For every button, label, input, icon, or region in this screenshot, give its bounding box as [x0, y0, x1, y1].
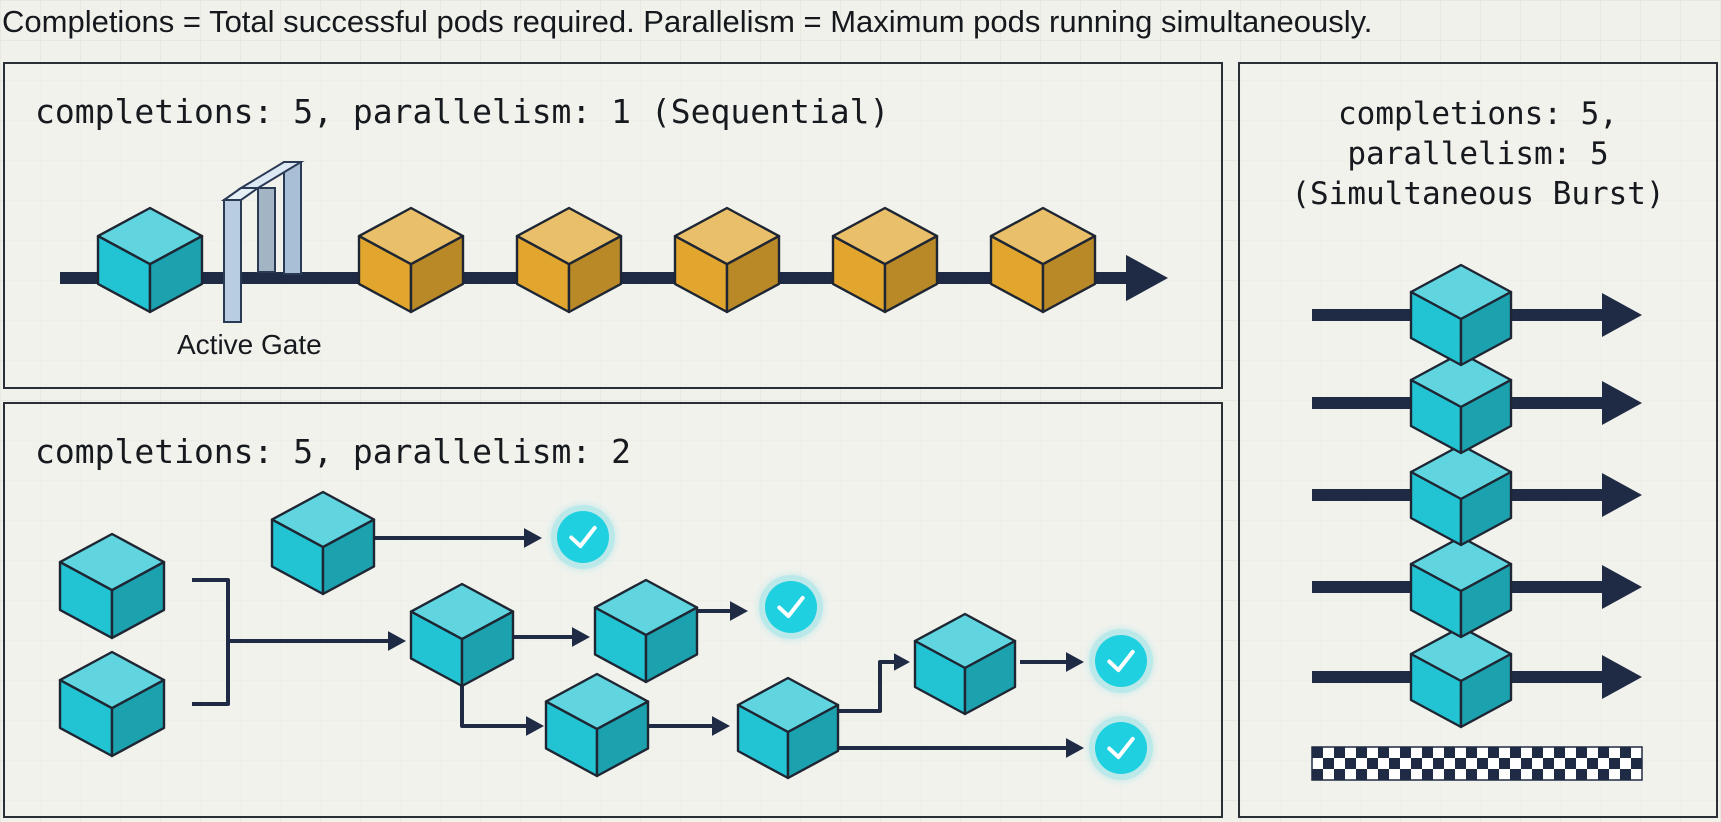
pod-cube-icon-7 [736, 676, 840, 780]
bracket-line [192, 578, 230, 706]
panel-burst-title-line1: completions: 5, [1338, 96, 1618, 132]
check-icon-2 [759, 575, 823, 639]
pod-cube-icon-4 [409, 582, 515, 688]
panel-parallel-two-title: completions: 5, parallelism: 2 [35, 432, 632, 471]
pod-c-arrow-icon [696, 601, 748, 621]
pod-e-arrow-icon [1020, 652, 1084, 672]
pod-a-arrow-icon [374, 528, 542, 548]
checkered-finish-icon [1311, 746, 1643, 781]
pod-cube-icon-1 [58, 532, 166, 640]
gate-label: Active Gate [177, 329, 322, 360]
pending-pod-cube-icon-2 [515, 206, 623, 314]
merge-arrow-icon [228, 631, 406, 651]
pod-cube-icon-2 [58, 650, 166, 758]
check-icon-4 [1089, 716, 1153, 780]
panel-burst: completions: 5, parallelism: 5 (Simultan… [1238, 62, 1718, 818]
pending-pod-cube-icon-5 [989, 206, 1097, 314]
panel-burst-title-line3: (Simultaneous Burst) [1291, 176, 1665, 212]
pod-cube-icon-3 [270, 490, 376, 596]
panel-burst-title: completions: 5, parallelism: 5 (Simultan… [1240, 94, 1716, 214]
up-branch-arrow-icon [880, 653, 910, 671]
burst-pod-cube-icon-3 [1409, 443, 1513, 547]
burst-pod-cube-icon-1 [1409, 263, 1513, 367]
active-pod-cube-icon [96, 206, 204, 314]
gate-icon [220, 161, 305, 323]
pod-b-arrow-icon [508, 627, 590, 647]
pending-pod-cube-icon-4 [831, 206, 939, 314]
burst-pod-cube-icon-5 [1409, 625, 1513, 729]
caption: Completions = Total successful pods requ… [2, 4, 1373, 39]
burst-pod-cube-icon-4 [1409, 535, 1513, 639]
pod-f-arrow-icon [838, 738, 1084, 758]
branch-arrow-icon [508, 716, 544, 736]
branch-line [460, 686, 510, 728]
up-branch-line [838, 660, 890, 713]
pending-pod-cube-icon-1 [357, 206, 465, 314]
pod-cube-icon-6 [544, 672, 650, 778]
panel-sequential-title: completions: 5, parallelism: 1 (Sequenti… [35, 92, 890, 131]
pod-cube-icon-5 [593, 578, 699, 684]
check-icon-3 [1089, 629, 1153, 693]
burst-pod-cube-icon-2 [1409, 351, 1513, 455]
pending-pod-cube-icon-3 [673, 206, 781, 314]
panel-burst-title-line2: parallelism: 5 [1347, 136, 1609, 172]
check-icon-1 [551, 505, 615, 569]
pod-cube-icon-8 [913, 612, 1017, 716]
